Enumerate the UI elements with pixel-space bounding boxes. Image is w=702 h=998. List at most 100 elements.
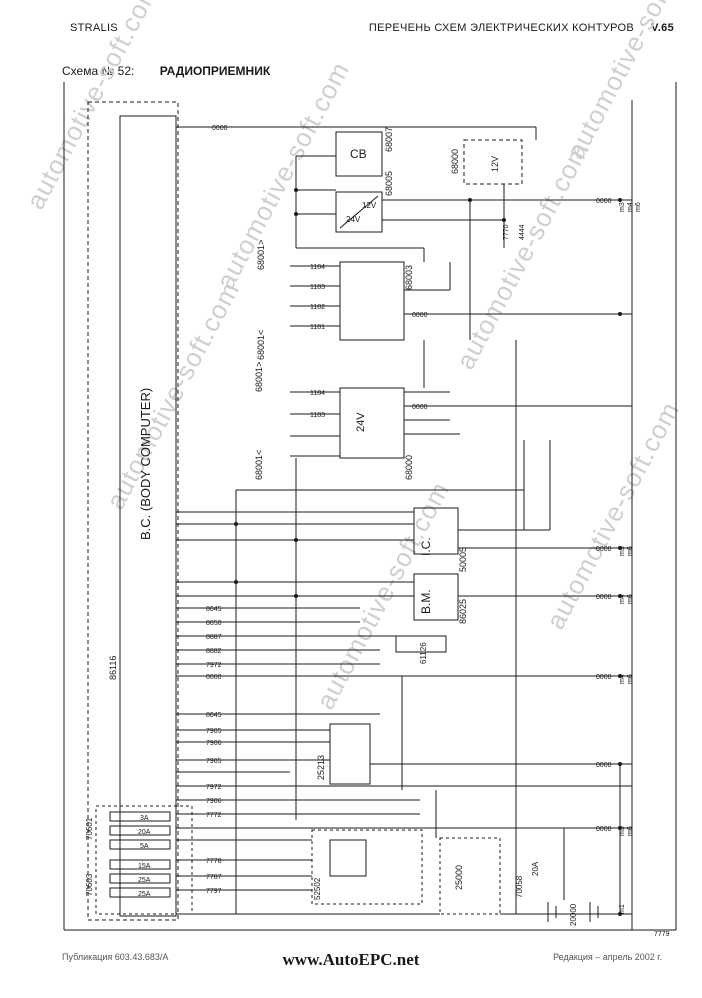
bm-code: 86025 (458, 599, 468, 624)
ignition-box (311, 829, 423, 905)
ic-label: I.C. (419, 537, 433, 556)
converter-left: 24V (346, 215, 361, 224)
wire-label: 0000 (596, 594, 612, 601)
fuse-code-b: 70603 (85, 873, 94, 896)
ground-label: m1 (619, 904, 626, 914)
wire-label: 0000 (412, 312, 428, 319)
fuse-25a-b (109, 887, 171, 898)
cb-box (335, 131, 383, 177)
cb-label: CB (350, 147, 367, 161)
fuse-main-code: 70058 (515, 875, 524, 898)
radio-24v-code: 68000 (404, 455, 414, 480)
wire-label: 1184 (310, 390, 325, 397)
ground-label: m5 (619, 546, 626, 556)
fuse-3a (109, 811, 171, 822)
speakers-code-b: 68001< (256, 330, 266, 360)
wire-label: 7972 (206, 784, 222, 791)
battery-code: 20000 (569, 903, 578, 926)
radio-12v-box (463, 139, 523, 185)
converter-code: 68005 (384, 171, 394, 196)
wire-label: 7778 (206, 858, 222, 865)
wire-label: 1183 (310, 284, 325, 291)
fuse-code-a: 70601 (85, 817, 94, 840)
wire-label: 8050 (206, 620, 222, 627)
wire-label: 1182 (310, 304, 325, 311)
ground-label: m6 (627, 594, 634, 604)
speakers-code-a: 68001> (256, 240, 266, 270)
radio-upper-code: 68003 (404, 265, 414, 290)
bc-code: 86116 (108, 656, 118, 680)
body-computer-label: B.C. (BODY COMPUTER) (138, 388, 153, 540)
ic-box (413, 507, 459, 555)
ground-label: m6 (627, 674, 634, 684)
ground-label: m4 (627, 202, 634, 212)
fuse-value-6: 25A (138, 891, 151, 898)
body-computer-box (87, 101, 179, 921)
fuse-15a (109, 859, 171, 870)
wire-label: 0000 (596, 198, 612, 205)
converter-right: 12V (362, 201, 377, 210)
antenna-box (395, 635, 447, 653)
scheme-title: РАДИОПРИЕМНИК (159, 64, 271, 78)
wire-label: 7797 (206, 888, 222, 895)
ground-label: m5 (619, 826, 626, 836)
speakers-code-a-lower: 68001> (254, 362, 264, 392)
document-version: V.65 (651, 22, 674, 34)
wire-label: 0000 (596, 674, 612, 681)
wire-label: 8887 (206, 634, 222, 641)
wire-label: 7906 (206, 740, 222, 747)
wire-label: 8045 (206, 606, 222, 613)
wire-label: 7972 (206, 662, 222, 669)
publication-label: Публикация 603.43.683/A (62, 952, 169, 962)
switch-code: 25000 (454, 865, 464, 890)
wire-label: 0000 (206, 674, 222, 681)
bm-box (413, 573, 459, 621)
radio-12v-code: 68000 (450, 149, 460, 174)
fuse-main: 20A (531, 861, 540, 876)
ignition-code: 52502 (313, 877, 322, 900)
wire-label: 7772 (206, 812, 222, 819)
wire-label: 0000 (212, 125, 228, 132)
radio-24v-box (339, 387, 405, 459)
fuse-25a-a (109, 873, 171, 884)
scheme-number: Схема № 52: (62, 64, 135, 78)
ground-label: m3 (619, 202, 626, 212)
brand-label: STRALIS (70, 22, 118, 34)
speakers-code-b-lower: 68001< (254, 450, 264, 480)
figure-id: 7779 (654, 931, 670, 938)
wire-label: 1181 (310, 324, 325, 331)
cb-code: 68007 (384, 127, 394, 152)
wire-label: 0000 (596, 762, 612, 769)
wire-label: 7905 (206, 758, 222, 765)
fuse-value-4: 15A (138, 863, 151, 870)
fuse-value-5: 25A (138, 877, 151, 884)
antenna-code: 61126 (419, 642, 428, 664)
ic-code: 50005 (458, 547, 468, 572)
relay-box (329, 723, 371, 785)
ground-label: m4 (619, 594, 626, 604)
document-title: ПЕРЕЧЕНЬ СХЕМ ЭЛЕКТРИЧЕСКИХ КОНТУРОВ (368, 22, 634, 34)
ground-label: m6 (627, 546, 634, 556)
fuse-value-1: 3A (140, 815, 149, 822)
site-link[interactable]: www.AutoEPC.net (282, 950, 420, 969)
body-computer-inner (119, 115, 177, 917)
bm-label: B.M. (419, 589, 433, 614)
radio-12v-label: 12V (490, 156, 500, 172)
fuse-20a (109, 825, 171, 836)
fuse-value-2: 20A (138, 829, 151, 836)
fuse-5a (109, 839, 171, 850)
wire-label: 1184 (310, 264, 325, 271)
relay-code: 25213 (316, 755, 326, 780)
wire-label: 0000 (596, 546, 612, 553)
ground-label: m4 (619, 674, 626, 684)
wire-label: 0000 (412, 404, 428, 411)
scheme-heading: Схема № 52: РАДИОПРИЕМНИК (62, 64, 270, 78)
wire-label: 0000 (596, 826, 612, 833)
ground-label: m6 (627, 826, 634, 836)
wire-label: 8882 (206, 648, 222, 655)
wire-label: 1183 (310, 412, 325, 419)
fuse-value-3: 5A (140, 843, 149, 850)
wire-label: 8045 (206, 712, 222, 719)
wire-label: 7787 (206, 874, 222, 881)
radio-upper-box (339, 261, 405, 341)
